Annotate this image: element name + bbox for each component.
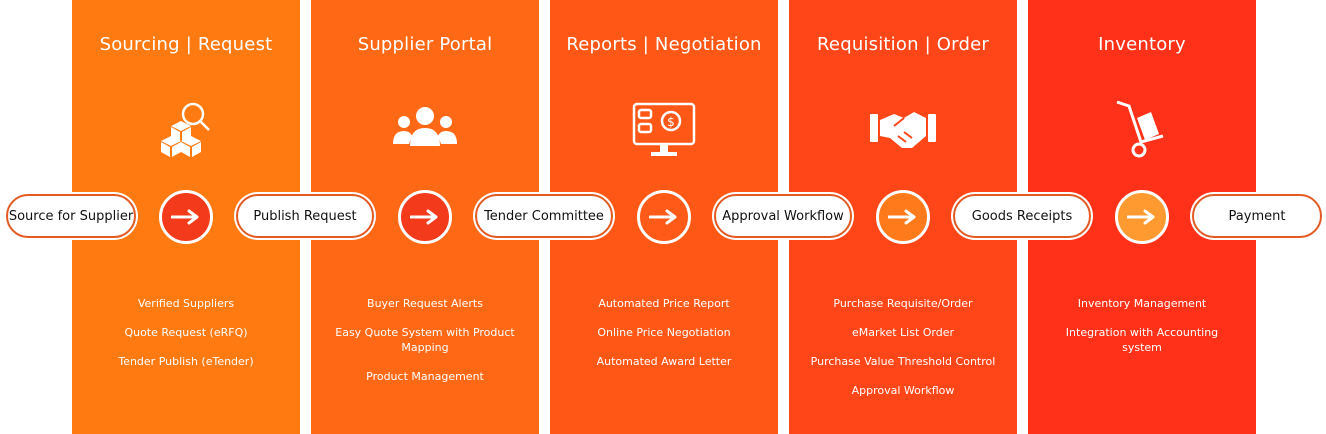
column-title: Inventory [1098, 34, 1186, 55]
feature-item: Easy Quote System with Product Mapping [335, 326, 515, 354]
step-payment: Payment [1192, 194, 1322, 238]
hand-truck-icon [1116, 100, 1164, 158]
feature-item: Approval Workflow [851, 384, 955, 397]
column-title: Reports | Negotiation [566, 34, 762, 55]
step-tender-committee: Tender Committee [475, 194, 613, 238]
feature-list: Purchase Requisite/Order eMarket List Or… [789, 296, 1017, 412]
feature-item: eMarket List Order [851, 326, 955, 339]
arrow-right-icon [649, 209, 677, 225]
arrow-right-icon [171, 209, 199, 225]
feature-item: Verified Suppliers [137, 297, 235, 310]
feature-item: Product Management [366, 370, 484, 383]
feature-list: Automated Price Report Online Price Nego… [550, 296, 778, 383]
step-publish-request: Publish Request [236, 194, 374, 238]
feature-item: Online Price Negotiation [597, 326, 731, 339]
people-group-icon [393, 107, 457, 146]
feature-item: Quote Request (eRFQ) [124, 326, 248, 339]
flow-arrow [159, 190, 213, 244]
feature-item: Purchase Value Threshold Control [810, 355, 996, 368]
feature-item: Purchase Requisite/Order [833, 297, 973, 310]
feature-item: Automated Price Report [598, 297, 730, 310]
column-title: Requisition | Order [817, 34, 989, 55]
step-source-for-supplier: Source for Supplier [6, 194, 136, 238]
feature-list: Buyer Request Alerts Easy Quote System w… [311, 296, 539, 398]
arrow-right-icon [410, 209, 438, 225]
feature-item: Integration with Accounting system [1065, 326, 1219, 354]
step-approval-workflow: Approval Workflow [714, 194, 852, 238]
feature-item: Tender Publish (eTender) [118, 355, 254, 368]
price-monitor-icon: $ [632, 102, 696, 156]
feature-item: Automated Award Letter [596, 355, 732, 368]
feature-list: Verified Suppliers Quote Request (eRFQ) … [72, 296, 300, 383]
feature-list: Inventory Management Integration with Ac… [1028, 296, 1256, 369]
handshake-icon [870, 112, 936, 148]
arrow-right-icon [1127, 209, 1155, 225]
feature-item: Inventory Management [1077, 297, 1207, 310]
feature-item: Buyer Request Alerts [367, 297, 483, 310]
flow-arrow [1115, 190, 1169, 244]
step-goods-receipts: Goods Receipts [953, 194, 1091, 238]
flow-arrow [637, 190, 691, 244]
column-title: Sourcing | Request [99, 34, 273, 55]
search-boxes-icon [161, 102, 210, 157]
flow-arrow [398, 190, 452, 244]
flow-arrow [876, 190, 930, 244]
svg-text:$: $ [667, 115, 675, 129]
arrow-right-icon [888, 209, 916, 225]
column-title: Supplier Portal [357, 34, 493, 55]
